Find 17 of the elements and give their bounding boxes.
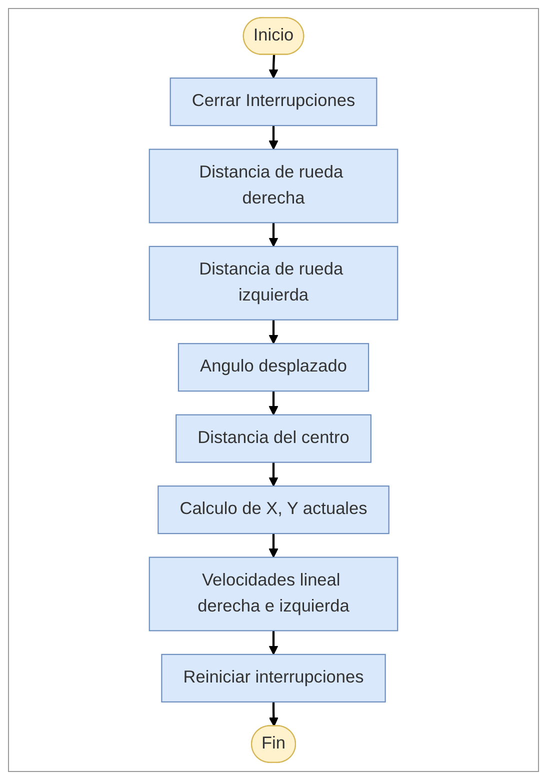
- node-box: Distancia del centro: [176, 414, 372, 463]
- arrow: [268, 534, 278, 558]
- arrow: [268, 702, 278, 727]
- arrow: [268, 630, 278, 655]
- node-box: Cerrar Interrupciones: [170, 78, 378, 126]
- node-box: Calculo de X, Y actuales: [158, 486, 390, 534]
- arrow: [268, 462, 278, 486]
- arrow: [268, 54, 278, 78]
- arrow: [268, 320, 278, 344]
- arrow: [268, 222, 278, 247]
- node-box: Velocidades lineal derecha e izquierda: [148, 556, 398, 632]
- arrow: [268, 391, 278, 416]
- node-box: Distancia de rueda izquierda: [148, 246, 398, 320]
- node-box: Reiniciar interrupciones: [161, 654, 386, 702]
- node-box: Distancia de rueda derecha: [148, 148, 398, 224]
- node-box: Angulo desplazado: [178, 343, 370, 392]
- arrow: [268, 126, 278, 150]
